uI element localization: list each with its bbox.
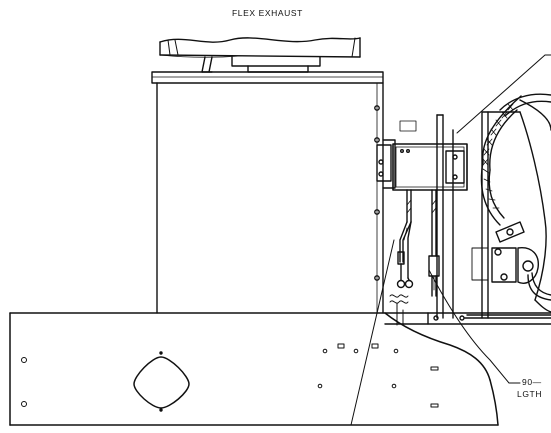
- flex-exhaust-pipe: [159, 37, 361, 58]
- cap-plate: [151, 71, 384, 84]
- hose-braid: [482, 103, 514, 209]
- flex-exhaust-label: FLEX EXHAUST: [232, 8, 303, 18]
- main-housing: [156, 82, 384, 314]
- vertical-post: [436, 114, 444, 319]
- control-box: [392, 120, 468, 191]
- cable-left: [396, 189, 414, 289]
- cable-right: [428, 189, 440, 297]
- break-symbol: [389, 294, 409, 326]
- exhaust-adapter: [201, 56, 321, 73]
- rail-holes: [21, 343, 439, 412]
- hose-clamp: [464, 221, 551, 319]
- leader-lines: [350, 54, 551, 426]
- length-callout-line1: 90—: [522, 377, 542, 387]
- length-callout-line2: LGTH: [517, 389, 543, 399]
- base-plate-right: [384, 312, 551, 325]
- side-bracket: [376, 139, 396, 189]
- right-assembly: [452, 93, 551, 319]
- octagonal-port: [133, 356, 190, 409]
- bottom-rail: [9, 312, 499, 426]
